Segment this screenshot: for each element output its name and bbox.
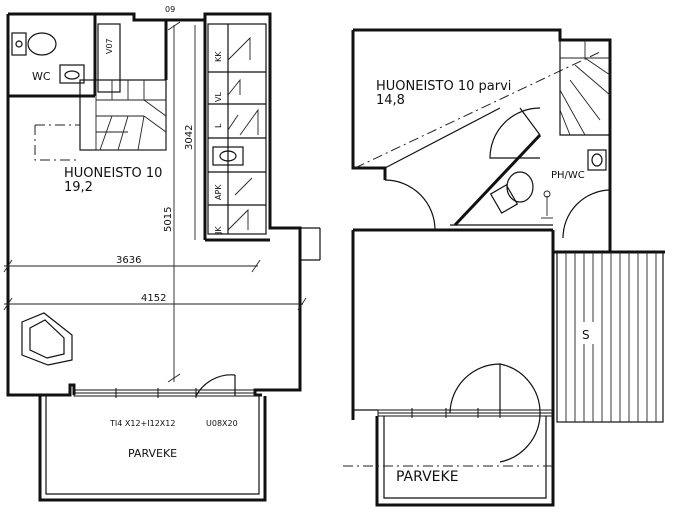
left-room-area: 19,2 bbox=[64, 180, 93, 195]
cabinet-column bbox=[207, 23, 267, 235]
room-door-arc bbox=[384, 179, 436, 231]
v07-label: V07 bbox=[105, 38, 114, 54]
cabinet-apk-label: APK bbox=[214, 184, 223, 200]
left-room-name: HUONEISTO 10 bbox=[64, 166, 162, 181]
dim-3042: 3042 bbox=[184, 125, 195, 150]
cabinet-jk-label: JK bbox=[214, 226, 223, 235]
upper-stairs-icon bbox=[559, 40, 611, 136]
v07-closet bbox=[97, 23, 121, 93]
cabinet-vl-label: VL bbox=[214, 92, 223, 102]
sauna-label: S bbox=[582, 328, 590, 342]
dim-5015: 5015 bbox=[163, 207, 174, 232]
sauna-slats bbox=[556, 251, 664, 423]
table-icon bbox=[21, 312, 73, 366]
wc-label: WC bbox=[32, 70, 51, 83]
right-balcony-door-swing bbox=[499, 363, 541, 463]
right-balcony-door bbox=[449, 363, 501, 414]
left-balcony bbox=[38, 396, 267, 502]
cabinet-kk-label: KK bbox=[214, 51, 223, 62]
left-outer-wall bbox=[6, 14, 76, 397]
right-wc-label: PH/WC bbox=[551, 170, 585, 181]
left-balcony-door bbox=[195, 374, 236, 397]
left-floor-plan: WC V07 09 bbox=[3, 5, 321, 502]
right-sink-icon bbox=[587, 149, 607, 171]
door-code: U08X20 bbox=[206, 419, 238, 428]
right-balcony bbox=[375, 416, 555, 507]
dim-3636: 3636 bbox=[116, 255, 141, 266]
left-balcony-label: PARVEKE bbox=[128, 447, 177, 460]
toilet-icon bbox=[11, 32, 57, 56]
left-top-wall bbox=[8, 12, 302, 397]
bath-door-arc bbox=[489, 107, 541, 159]
window-code: TI4 X12+I12X12 bbox=[109, 419, 175, 428]
right-balcony-label: PARVEKE bbox=[396, 469, 459, 485]
kitchen-sink-icon bbox=[212, 146, 244, 166]
dim-4152: 4152 bbox=[141, 293, 166, 304]
stairs-icon bbox=[79, 79, 167, 151]
right-room-name: HUONEISTO 10 parvi bbox=[376, 79, 511, 94]
right-top-wall bbox=[353, 28, 612, 238]
right-room-area: 14,8 bbox=[376, 93, 405, 108]
right-toilet-icon bbox=[489, 171, 534, 214]
cabinet-l-label: L bbox=[214, 123, 223, 128]
right-outer-wall bbox=[351, 30, 387, 180]
sink-icon bbox=[59, 64, 85, 84]
shower-door-arc bbox=[562, 189, 611, 239]
right-floor-plan: PH/WC HUONEISTO 10 parvi 14,8 S bbox=[343, 28, 665, 507]
top-dim-label: 09 bbox=[165, 5, 175, 14]
loft-slope-line bbox=[354, 51, 601, 169]
bath-diagonal-wall bbox=[453, 133, 542, 227]
shower-icon bbox=[541, 190, 553, 219]
